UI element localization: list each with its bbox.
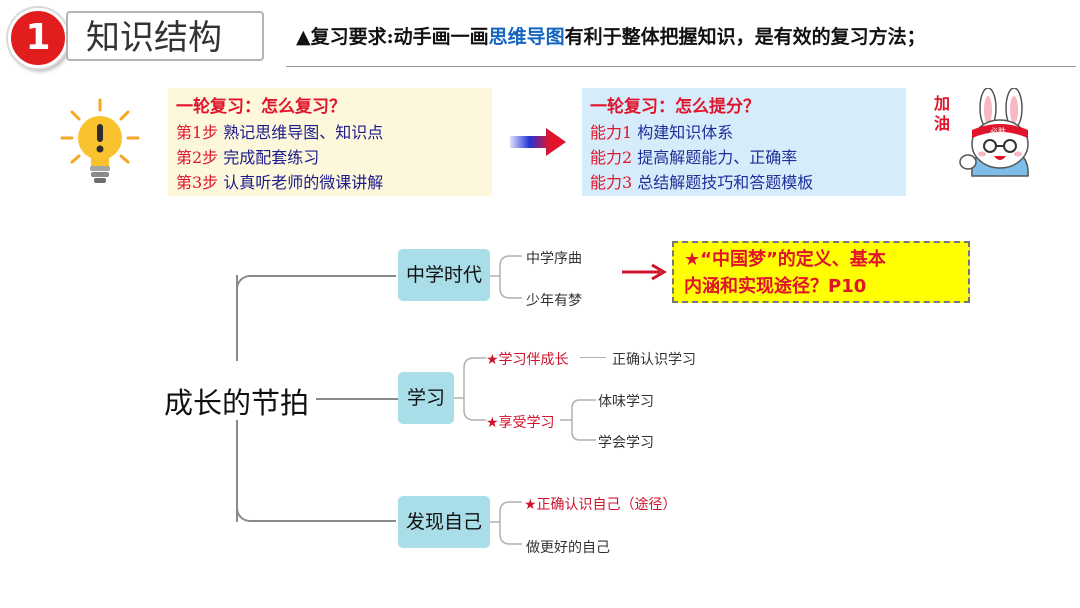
leaf-xuehui-xuexi: 学会学习	[598, 435, 654, 451]
branch-xuexi: 学习	[398, 372, 454, 424]
step-1-key: 第1步	[176, 123, 219, 142]
header-divider	[286, 66, 1076, 67]
section-title: 知识结构	[66, 11, 264, 61]
right-arrow-icon	[510, 128, 566, 156]
ability-1-text: 构建知识体系	[637, 123, 734, 142]
step-3-key: 第3步	[176, 173, 219, 192]
leaf-zhengque-renshi-ziji: ★正确认识自己（途径）	[524, 497, 677, 513]
ability-3: 能力3 总结解题技巧和答题模板	[590, 169, 813, 193]
connector-to-faxian	[236, 505, 396, 522]
leaf-shaonian-youmeng: 少年有梦	[526, 293, 582, 309]
connector-to-xuexi	[316, 398, 398, 400]
callout-line-1: ★“中国梦”的定义、基本	[684, 249, 886, 270]
cheering-rabbit-mascot: 加油 必胜	[928, 88, 1052, 194]
callout-arrow-icon	[622, 263, 667, 281]
step-3-text: 认真听老师的微课讲解	[223, 173, 384, 192]
branch-faxian-ziji: 发现自己	[398, 496, 490, 548]
leaf-zuo-genghao-de-ziji: 做更好的自己	[526, 540, 610, 556]
step-1-text: 熟记思维导图、知识点	[223, 123, 384, 142]
section-number-badge: 1	[8, 8, 68, 68]
ability-1-key: 能力1	[590, 123, 633, 142]
ability-1: 能力1 构建知识体系	[590, 119, 733, 143]
ability-2-text: 提高解题能力、正确率	[637, 148, 798, 167]
connector-to-zhengque-renshi-xuexi	[580, 357, 606, 358]
step-1: 第1步 熟记思维导图、知识点	[176, 119, 383, 143]
requirement-highlight: 思维导图	[488, 26, 565, 48]
chinese-dream-callout: ★“中国梦”的定义、基本 内涵和实现途径？P10	[672, 241, 970, 303]
score-improvement-box: 一轮复习：怎么提分？ 能力1 构建知识体系 能力2 提高解题能力、正确率 能力3…	[582, 88, 906, 196]
connector-to-zhongxue	[236, 275, 396, 291]
requirement-prefix: ▲复习要求:动手画一画	[296, 26, 489, 48]
step-2: 第2步 完成配套练习	[176, 144, 319, 168]
ability-3-text: 总结解题技巧和答题模板	[637, 173, 814, 192]
leaf-tiwei-xuexi: 体味学习	[598, 394, 654, 410]
cheer-text: 加油	[934, 94, 951, 133]
step-2-text: 完成配套练习	[223, 148, 320, 167]
branch-zhongxue-shidai: 中学时代	[398, 249, 490, 301]
lightbulb-icon	[60, 98, 140, 183]
step-2-key: 第2步	[176, 148, 219, 167]
connector-xiangshou-children	[560, 399, 596, 441]
connector-branch1-leaves	[490, 255, 522, 299]
ability-2: 能力2 提高解题能力、正确率	[590, 144, 797, 168]
leaf-xuexi-ban-chengzhang: ★学习伴成长	[486, 352, 569, 368]
headband-text: 必胜	[990, 126, 1006, 136]
review-requirement: ▲复习要求:动手画一画思维导图有利于整体把握知识，是有效的复习方法；	[296, 22, 926, 49]
callout-line-2: 内涵和实现途径？P10	[684, 276, 867, 297]
leaf-xiangshou-xuexi: ★享受学习	[486, 415, 555, 431]
step-3: 第3步 认真听老师的微课讲解	[176, 169, 383, 193]
review-method-title: 一轮复习：怎么复习？	[176, 97, 346, 117]
requirement-suffix: 有利于整体把握知识，是有效的复习方法；	[564, 26, 926, 48]
leaf-zhengque-renshi-xuexi: 正确认识学习	[612, 352, 696, 368]
review-method-box: 一轮复习：怎么复习？ 第1步 熟记思维导图、知识点 第2步 完成配套练习 第3步…	[168, 88, 492, 196]
ability-3-key: 能力3	[590, 173, 633, 192]
score-improvement-title: 一轮复习：怎么提分？	[590, 97, 760, 117]
connector-branch3-leaves	[490, 501, 522, 545]
connector-branch2-leaves	[454, 357, 486, 421]
leaf-zhongxue-xuqu: 中学序曲	[526, 251, 582, 267]
rabbit-icon: 必胜	[959, 88, 1029, 177]
connector-root-up	[236, 275, 238, 361]
connector-root-down	[236, 420, 238, 522]
mindmap-root: 成长的节拍	[164, 386, 310, 420]
ability-2-key: 能力2	[590, 148, 633, 167]
